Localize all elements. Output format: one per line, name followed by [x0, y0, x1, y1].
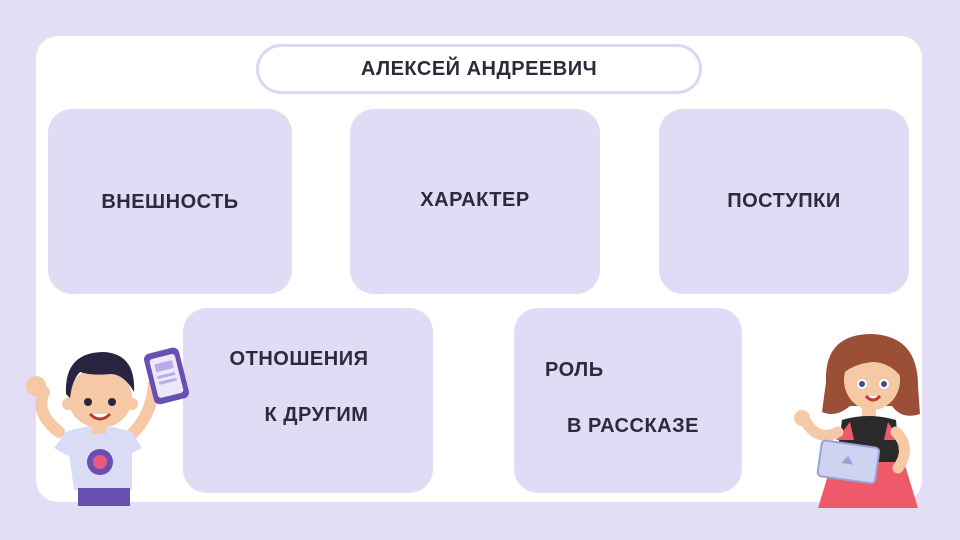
card-role-line1: РОЛЬ [545, 358, 604, 381]
page-title-text: АЛЕКСЕЙ АНДРЕЕВИЧ [360, 57, 598, 80]
card-character-label: ХАРАКТЕР [420, 189, 530, 211]
card-character[interactable]: ХАРАКТЕР [350, 109, 600, 294]
card-appearance[interactable]: ВНЕШНОСТЬ [48, 109, 292, 294]
card-actions-label: ПОСТУПКИ [727, 190, 841, 212]
girl-illustration [794, 334, 920, 508]
card-role[interactable]: РОЛЬ В РАССКАЗЕ [514, 308, 742, 493]
card-appearance-label: ВНЕШНОСТЬ [101, 191, 239, 213]
card-relations-line2: К ДРУГИМ [264, 403, 369, 426]
card-actions[interactable]: ПОСТУПКИ [659, 109, 909, 294]
boy-illustration [26, 347, 189, 506]
card-relations-label: ОТНОШЕНИЯ К ДРУГИМ [230, 317, 369, 457]
card-relations[interactable]: ОТНОШЕНИЯ К ДРУГИМ [183, 308, 433, 493]
page-title: АЛЕКСЕЙ АНДРЕЕВИЧ [256, 44, 702, 94]
card-role-line2: В РАССКАЗЕ [567, 414, 699, 437]
card-role-label: РОЛЬ В РАССКАЗЕ [545, 328, 699, 468]
card-relations-line1: ОТНОШЕНИЯ [229, 347, 369, 370]
